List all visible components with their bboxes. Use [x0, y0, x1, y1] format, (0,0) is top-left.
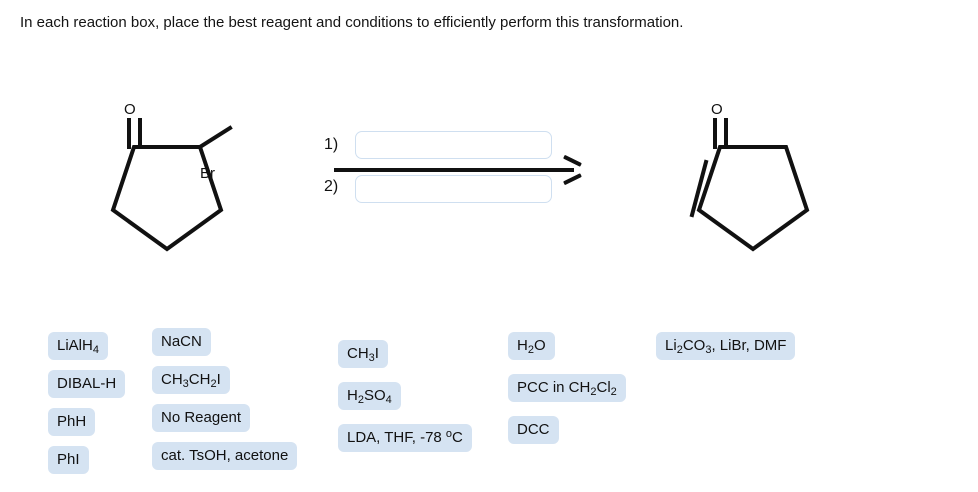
- product-skeletal-svg: [689, 118, 810, 252]
- reagent-chip[interactable]: Li2CO3, LiBr, DMF: [656, 332, 796, 360]
- reagent-chip[interactable]: PCC in CH2Cl2: [508, 374, 626, 402]
- reagent-drop-box-2[interactable]: [355, 175, 552, 203]
- reactant-oxygen-label: O: [124, 101, 136, 118]
- reaction-arrow-group: 1) 2): [324, 128, 586, 212]
- reagent-chip[interactable]: LiAlH4: [48, 332, 108, 360]
- reaction-arrow: [334, 161, 584, 179]
- reagent-chip[interactable]: H2O: [508, 332, 555, 360]
- reactant-structure: O Br: [72, 102, 262, 275]
- reactant-bromine-label: Br: [200, 165, 215, 182]
- reagent-drop-box-1[interactable]: [355, 131, 552, 159]
- reagent-chip[interactable]: cat. TsOH, acetone: [152, 442, 298, 470]
- reagent-chip[interactable]: NaCN: [152, 328, 211, 356]
- reagent-chip[interactable]: DIBAL-H: [48, 370, 126, 398]
- reagent-chip[interactable]: PhI: [48, 446, 89, 474]
- step-1-label: 1): [324, 136, 339, 153]
- arrow-shaft-icon: [334, 168, 574, 172]
- product-oxygen-label: O: [711, 101, 723, 118]
- reagent-chip[interactable]: CH3CH2I: [152, 366, 230, 394]
- reagent-chip[interactable]: LDA, THF, -78 oC: [338, 424, 472, 452]
- reagent-chip[interactable]: DCC: [508, 416, 559, 444]
- step-2-label: 2): [324, 178, 339, 195]
- reagent-chip[interactable]: H2SO4: [338, 382, 401, 410]
- reactant-skeletal-svg: [110, 118, 233, 252]
- arrow-head-icon: [562, 161, 580, 179]
- reagent-chip[interactable]: CH3I: [338, 340, 388, 368]
- page-title: In each reaction box, place the best rea…: [20, 14, 684, 31]
- reagent-chip[interactable]: No Reagent: [152, 404, 251, 432]
- product-structure: O: [678, 102, 848, 275]
- reagent-chip[interactable]: PhH: [48, 408, 96, 436]
